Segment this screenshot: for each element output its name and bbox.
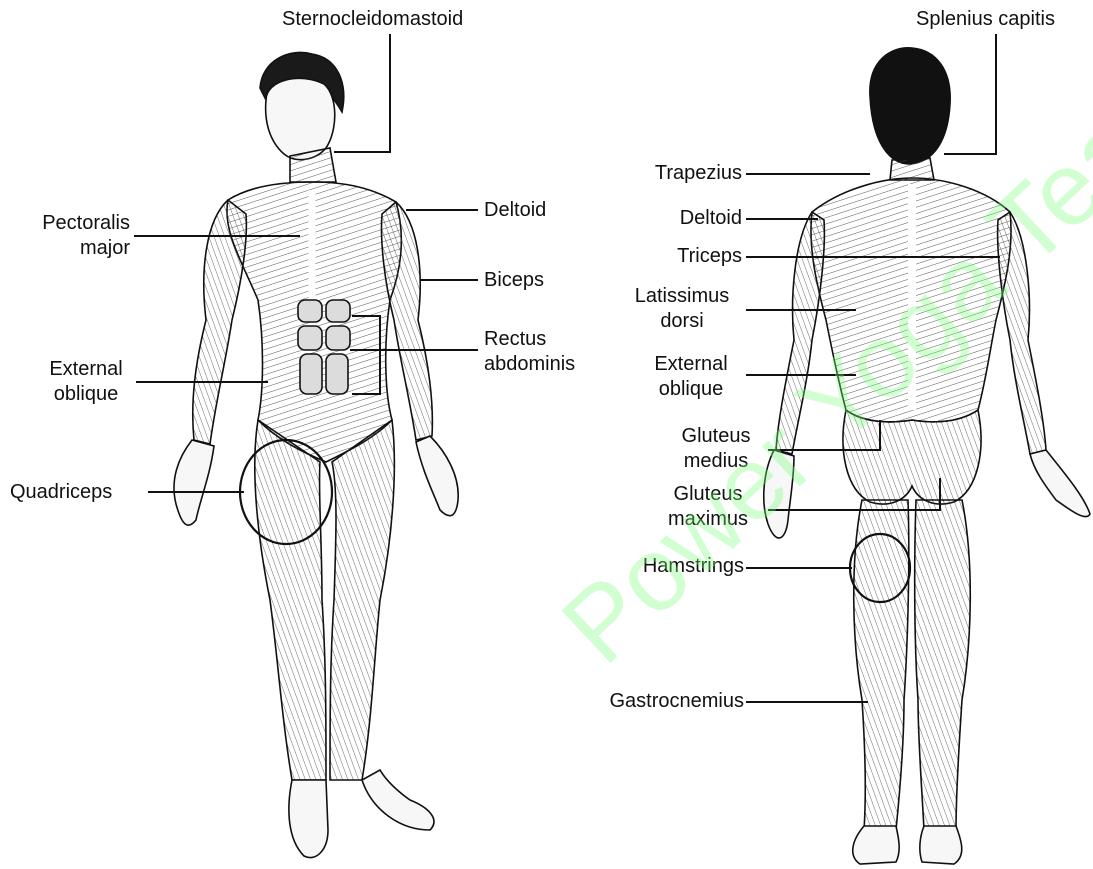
front-right-foot (362, 770, 434, 830)
label-splenius-capitis: Splenius capitis (916, 7, 1055, 32)
label-hamstrings: Hamstrings (600, 554, 744, 579)
label-gastrocnemius: Gastrocnemius (570, 689, 744, 714)
label-deltoid-back: Deltoid (620, 206, 742, 231)
back-right-foot (920, 826, 962, 864)
back-left-leg (854, 500, 909, 830)
label-pectoralis-major-line1: Pectoralis (20, 211, 130, 236)
back-right-arm (998, 212, 1046, 454)
back-figure (764, 48, 1090, 864)
back-neck (890, 158, 934, 180)
leader-splenius (944, 34, 996, 154)
front-left-foot (289, 780, 328, 858)
back-head (870, 48, 950, 164)
label-sternocleidomastoid: Sternocleidomastoid (282, 7, 463, 32)
label-gluteus-medius-line2: medius (666, 449, 766, 474)
label-external-oblique-front-line2: oblique (36, 382, 136, 407)
back-glutes (843, 410, 981, 504)
front-right-leg (330, 420, 394, 780)
back-left-foot (853, 826, 899, 864)
front-right-hand (416, 436, 458, 516)
label-gluteus-maximus-line2: maximus (648, 507, 768, 532)
label-quadriceps: Quadriceps (10, 480, 112, 505)
label-gluteus-medius-line1: Gluteus (666, 424, 766, 449)
label-pectoralis-major-line2: major (20, 236, 130, 261)
label-rectus-abdominis-line1: Rectus (484, 327, 546, 352)
label-trapezius: Trapezius (620, 161, 742, 186)
label-rectus-abdominis-line2: abdominis (484, 352, 575, 377)
label-gluteus-maximus-line1: Gluteus (648, 482, 768, 507)
label-biceps: Biceps (484, 268, 544, 293)
front-head (266, 78, 335, 159)
label-latissimus-dorsi-line1: Latissimus (620, 284, 744, 309)
back-left-hand (764, 450, 794, 538)
label-external-oblique-back-line1: External (636, 352, 746, 377)
back-right-leg (915, 500, 971, 830)
label-latissimus-dorsi-line2: dorsi (620, 309, 744, 334)
front-left-leg (255, 420, 326, 780)
label-deltoid-front: Deltoid (484, 198, 546, 223)
back-right-hand (1030, 450, 1090, 517)
label-external-oblique-back-line2: oblique (636, 377, 746, 402)
front-left-hand (174, 440, 214, 525)
back-left-arm (776, 212, 824, 454)
label-triceps: Triceps (620, 244, 742, 269)
front-figure (174, 52, 458, 857)
label-external-oblique-front-line1: External (36, 357, 136, 382)
